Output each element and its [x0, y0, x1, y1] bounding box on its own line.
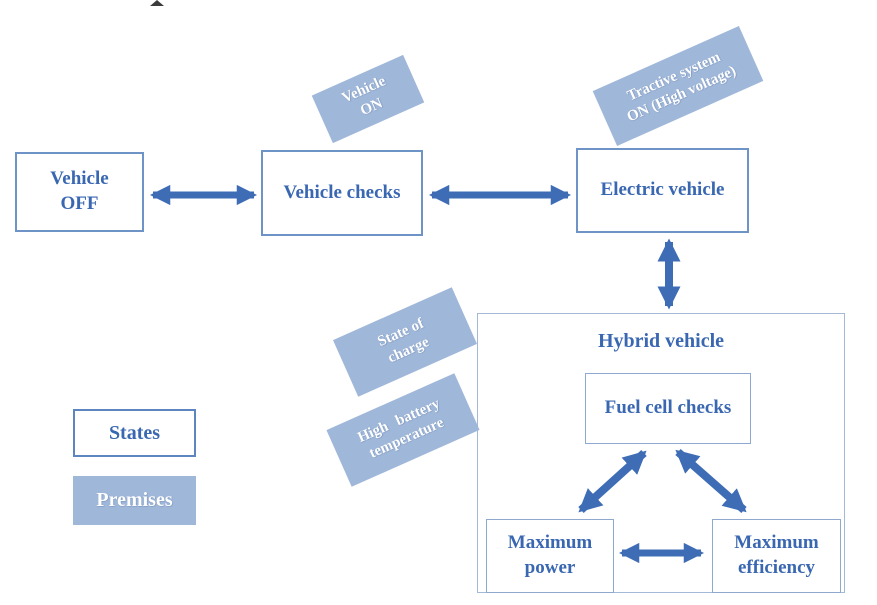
maximum-power-label-line1: Maximum	[507, 532, 593, 554]
premise-badge-vehicle-on: Vehicle ON	[311, 54, 425, 144]
state-box-maximum-power: Maximum power	[486, 519, 614, 593]
state-box-electric-vehicle: Electric vehicle	[576, 148, 749, 233]
hybrid-vehicle-title: Hybrid vehicle	[597, 330, 725, 352]
maximum-power-label-line2: power	[524, 557, 576, 578]
state-box-vehicle-off: Vehicle OFF	[15, 152, 144, 232]
legend-premises-label: Premises	[96, 489, 173, 511]
vehicle-off-label-line2: OFF	[60, 193, 99, 214]
state-box-vehicle-checks: Vehicle checks	[261, 150, 423, 236]
premise-badge-high-battery-temperature: High battery temperature	[326, 373, 480, 487]
legend-premises-box: Premises	[73, 476, 196, 525]
maximum-efficiency-label-line1: Maximum	[734, 532, 819, 554]
state-box-hybrid-vehicle: Hybrid vehicle Fuel cell checks Maximum …	[477, 313, 845, 593]
premise-badge-tractive-system: Tractive system ON (High voltage)	[592, 26, 764, 146]
vehicle-checks-label: Vehicle checks	[283, 181, 401, 203]
legend-states-label: States	[108, 421, 161, 444]
electric-vehicle-label: Electric vehicle	[600, 179, 725, 201]
legend-states-box: States	[73, 409, 196, 457]
state-box-maximum-efficiency: Maximum efficiency	[712, 519, 841, 593]
fuel-cell-checks-label: Fuel cell checks	[604, 397, 732, 419]
maximum-efficiency-label-line2: efficiency	[737, 557, 815, 578]
state-box-fuel-cell-checks: Fuel cell checks	[585, 373, 751, 444]
cropped-caption-artifact	[150, 0, 164, 6]
vehicle-off-label-line1: Vehicle	[50, 168, 109, 190]
